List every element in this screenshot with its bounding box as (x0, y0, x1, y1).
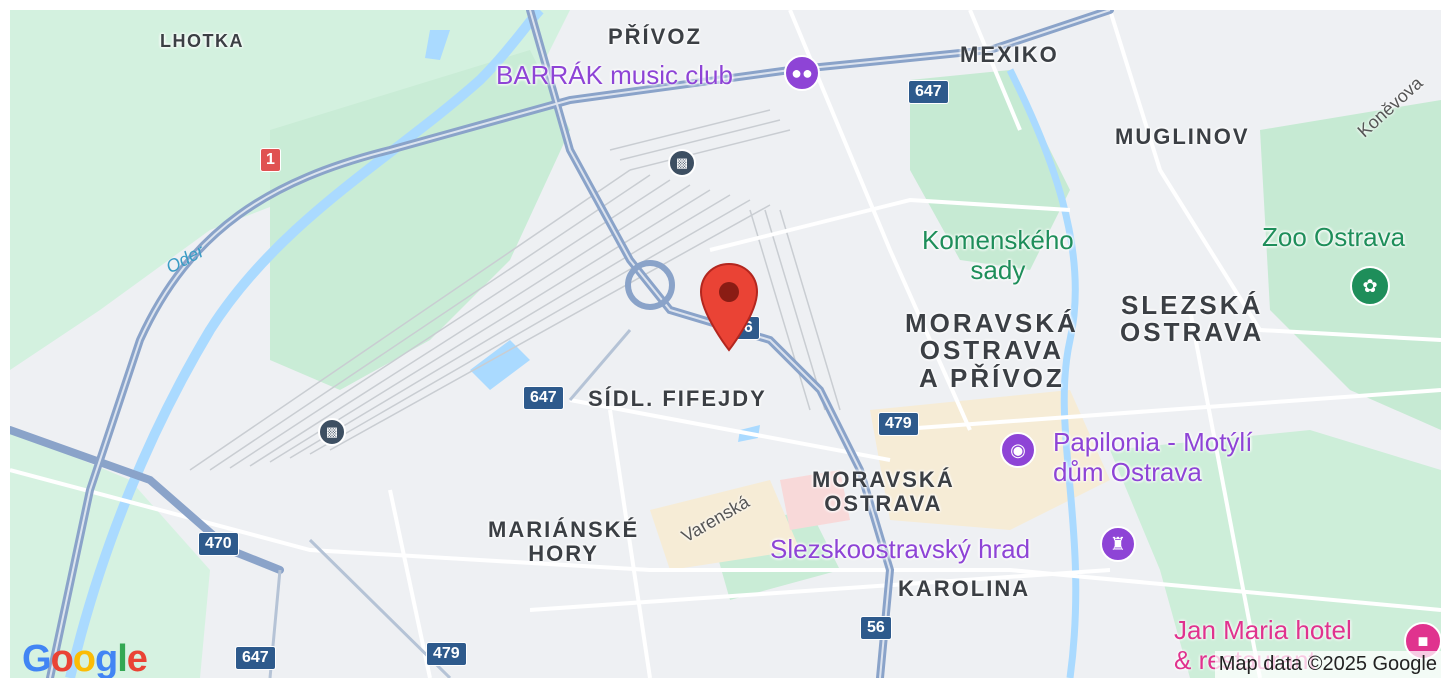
district-marianske-hory-label: MARIÁNSKÉ HORY (488, 517, 640, 567)
poi-barrak-label[interactable]: BARRÁK music club (496, 60, 733, 90)
poi-hrad-label[interactable]: Slezskoostravský hrad (770, 534, 1031, 564)
district-lhotka-label: LHOTKA (160, 31, 244, 51)
train-station-icon[interactable]: ▩ (668, 149, 696, 177)
poi-zoo-label[interactable]: Zoo Ostrava (1262, 222, 1406, 252)
route-shield-479-mid: 479 (878, 412, 919, 436)
map-canvas[interactable]: LHOTKA PŘÍVOZ MEXIKO MUGLINOV SÍDL. FIFE… (10, 10, 1441, 678)
poi-komenskeho-sady-label[interactable]: Komenského sady (922, 225, 1074, 285)
castle-icon[interactable]: ♜ (1100, 526, 1136, 562)
district-mexiko-label: MEXIKO (960, 42, 1059, 67)
google-logo[interactable]: Google (22, 638, 148, 678)
location-pin-icon[interactable] (698, 262, 760, 354)
district-privoz-label: PŘÍVOZ (608, 24, 702, 49)
district-fifejdy-label: SÍDL. FIFEJDY (588, 386, 767, 411)
route-shield-470: 470 (198, 532, 239, 556)
route-shield-647-top: 647 (908, 80, 949, 104)
route-shield-647-mid: 647 (523, 386, 564, 410)
district-moravska-ostrava-privoz-label: MORAVSKÁ OSTRAVA A PŘÍVOZ (905, 308, 1079, 393)
route-shield-1: 1 (260, 148, 281, 172)
district-moravska-ostrava-label: MORAVSKÁ OSTRAVA (812, 467, 955, 517)
route-shield-56-bottom: 56 (860, 616, 892, 640)
district-slezska-ostrava-label: SLEZSKÁ OSTRAVA (1120, 290, 1265, 348)
map-base-layer (10, 10, 1441, 678)
poi-papilonia-label[interactable]: Papilonia - Motýlí dům Ostrava (1053, 427, 1253, 487)
camera-icon[interactable]: ◉ (1000, 432, 1036, 468)
theater-icon[interactable]: ●● (784, 55, 820, 91)
district-muglinov-label: MUGLINOV (1115, 124, 1250, 149)
map-attribution[interactable]: Map data ©2025 Google (1214, 651, 1441, 678)
train-station-icon-2[interactable]: ▩ (318, 418, 346, 446)
district-karolina-label: KAROLINA (898, 576, 1031, 601)
route-shield-479-bottom: 479 (426, 642, 467, 666)
route-shield-647-bottom: 647 (235, 646, 276, 670)
paw-icon[interactable]: ✿ (1350, 266, 1390, 306)
